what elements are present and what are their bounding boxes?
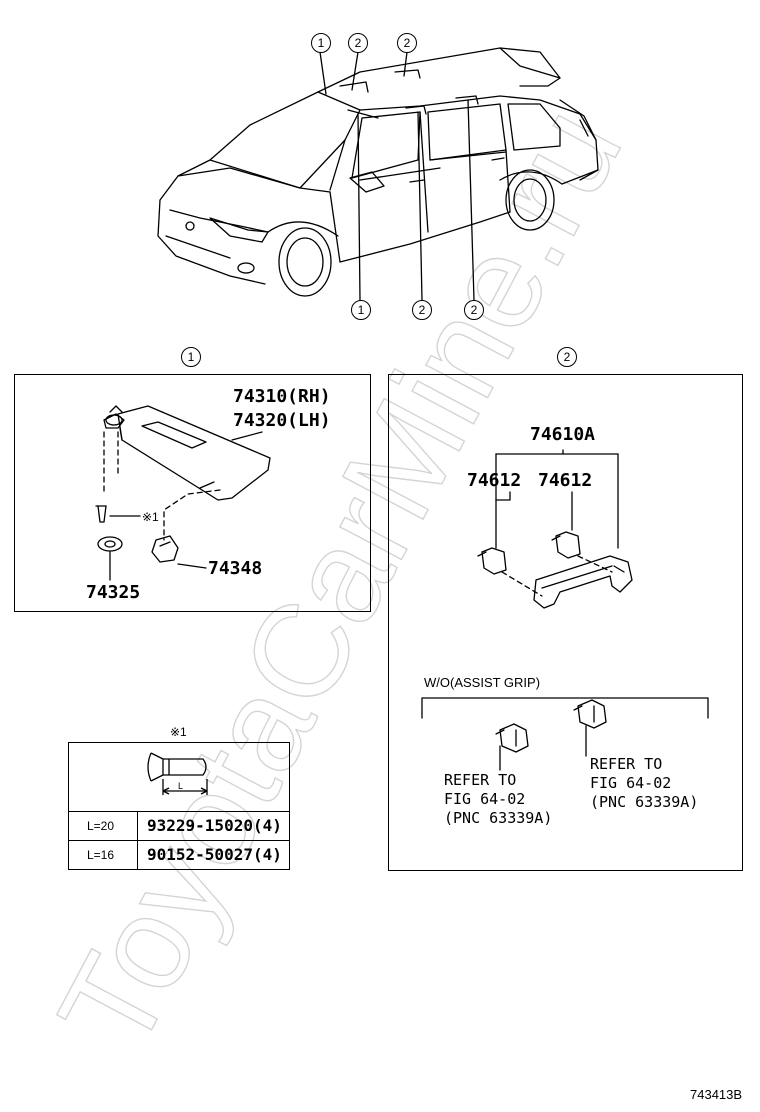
overview-callout-2-bottom-a: 2 [412, 300, 432, 320]
assist-grip-drawing [421, 449, 709, 771]
refer-note-left: REFER TO FIG 64-02 (PNC 63339A) [444, 771, 553, 827]
table-row: L=16 90152-50027(4) [69, 840, 289, 869]
section-2-marker: 2 [557, 347, 577, 367]
screw-ref-mark: ※1 [142, 510, 159, 524]
sun-visor-drawing [95, 405, 271, 581]
part-number-74610a: 74610A [530, 424, 596, 445]
screw-part-number: 90152-50027(4) [147, 845, 282, 864]
screw-length-value: L=16 [87, 848, 115, 862]
screw-illustration [147, 752, 208, 795]
section-2-panel [388, 374, 743, 871]
car-overview-drawing [157, 47, 599, 301]
part-number-74348: 74348 [208, 558, 263, 579]
overview-callout-2-top-a: 2 [348, 33, 368, 53]
figure-id: 743413B [690, 1087, 743, 1102]
overview-callout-2-top-b: 2 [397, 33, 417, 53]
part-number-74310-rh: 74310(RH) [233, 386, 331, 407]
table-divider [137, 812, 138, 840]
part-number-74320-lh: 74320(LH) [233, 410, 331, 431]
part-number-74325: 74325 [86, 582, 141, 603]
screw-part-number: 93229-15020(4) [147, 816, 282, 835]
overview-callout-1-bottom: 1 [351, 300, 371, 320]
section-1-panel [14, 374, 371, 612]
screw-table: L L=20 93229-15020(4) L=16 90152-50027(4… [68, 742, 290, 870]
section-1-marker: 1 [181, 347, 201, 367]
wo-assist-grip-label: W/O(ASSIST GRIP) [424, 675, 541, 690]
table-divider [137, 841, 138, 869]
refer-note-right: REFER TO FIG 64-02 (PNC 63339A) [590, 755, 699, 811]
part-number-74612-left: 74612 [467, 470, 522, 491]
part-number-74612-right: 74612 [538, 470, 593, 491]
screw-length-value: L=20 [87, 819, 115, 833]
overview-callout-2-bottom-b: 2 [464, 300, 484, 320]
screw-table-header: ※1 [170, 725, 187, 739]
overview-callout-1-top: 1 [311, 33, 331, 53]
table-row: L=20 93229-15020(4) [69, 811, 289, 840]
screw-length-label: L [178, 781, 184, 791]
